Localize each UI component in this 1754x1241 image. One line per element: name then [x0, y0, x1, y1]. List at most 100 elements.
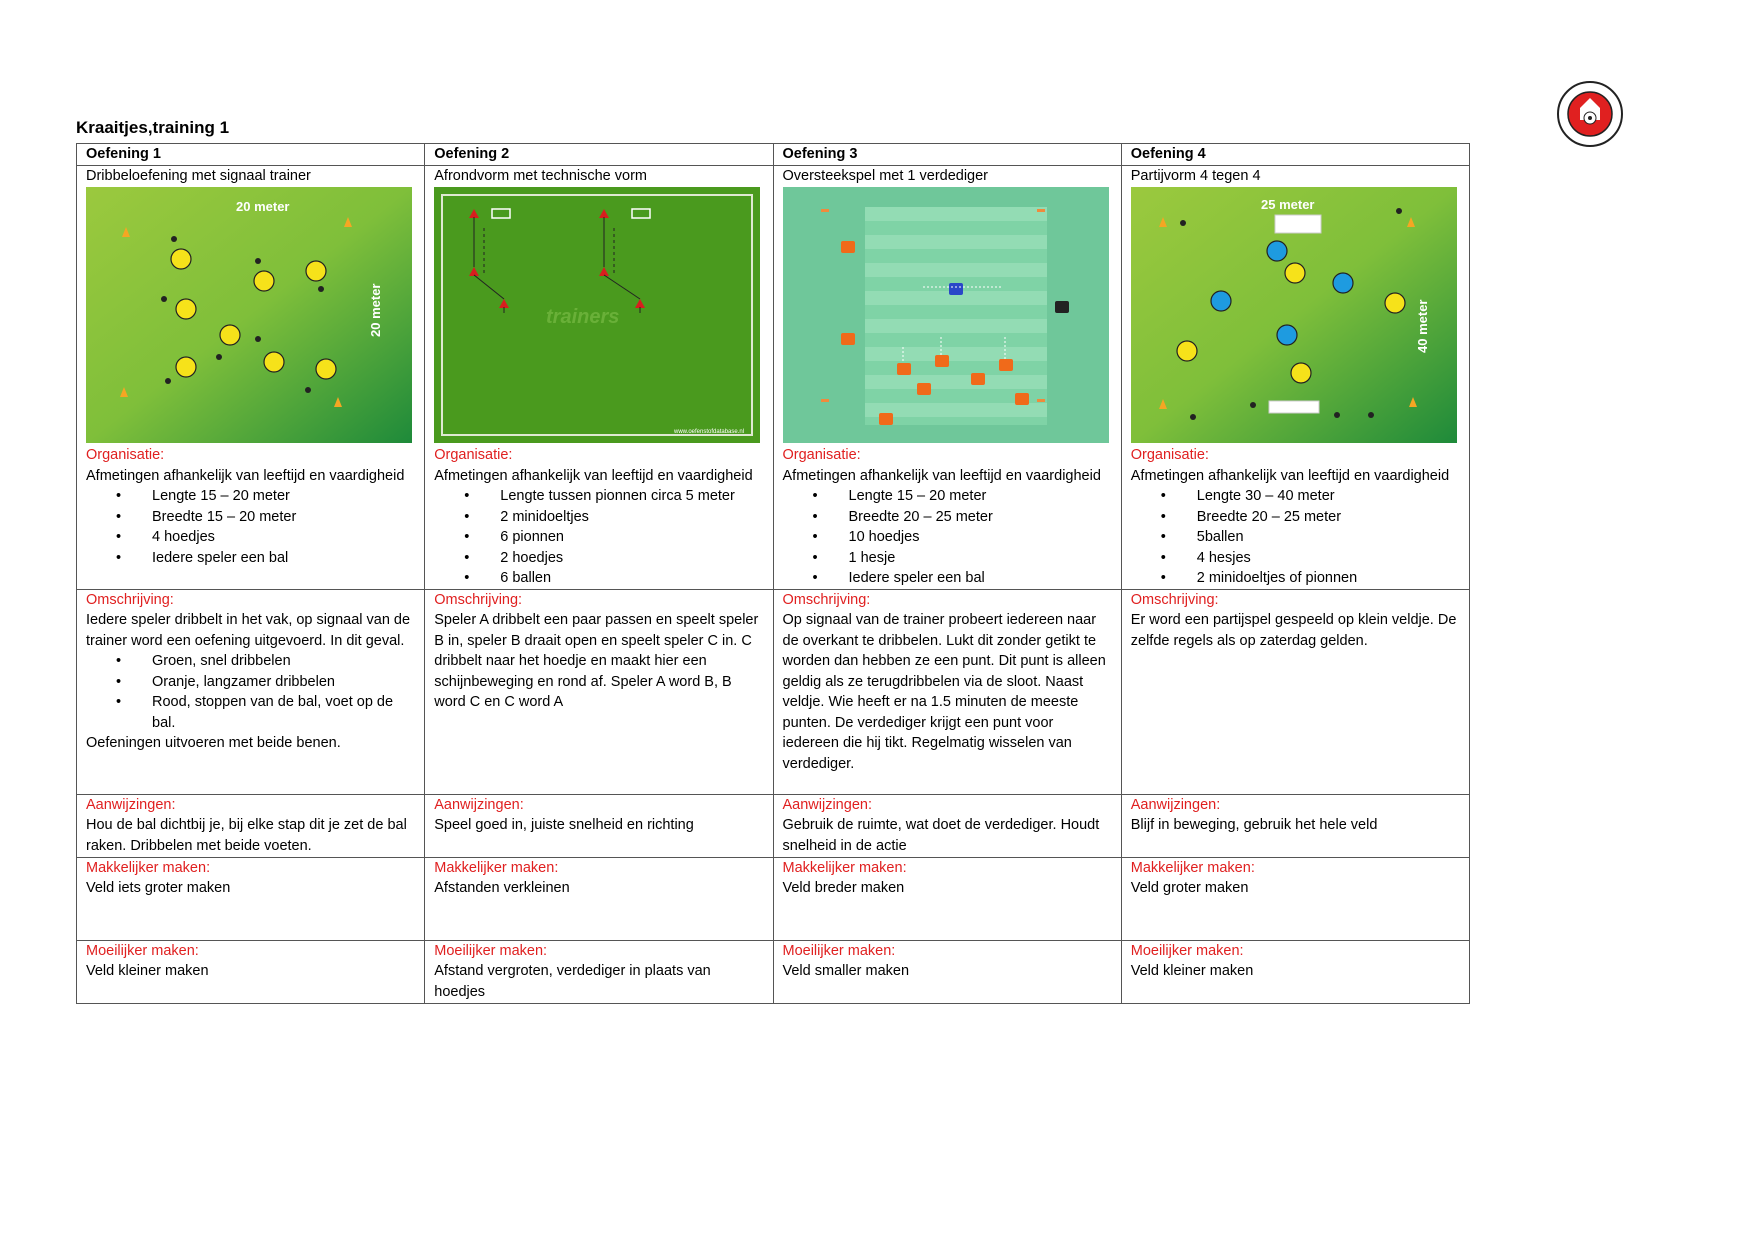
header-oefening-4: Oefening 4 [1120, 143, 1471, 166]
exercise-subtitle: Partijvorm 4 tegen 4 [1130, 167, 1261, 184]
label-organisatie: Organisatie: [434, 447, 513, 463]
moeilijker-text: Veld kleiner maken [86, 963, 209, 979]
list-item: 10 hoedjes [812, 527, 1112, 548]
label-organisatie: Organisatie: [1130, 447, 1209, 463]
list-item: 6 ballen [464, 568, 763, 589]
club-logo [1557, 81, 1623, 147]
label-makkelijker: Makkelijker maken: [782, 859, 907, 876]
label-omschrijving: Omschrijving: [1130, 591, 1219, 608]
cell-moeilijker-1: Moeilijker maken: Veld kleiner maken [75, 939, 426, 1004]
header-oefening-3: Oefening 3 [772, 143, 1122, 166]
exercise-subtitle: Oversteekspel met 1 verdediger [782, 167, 989, 184]
cell-omschrijving-4: Omschrijving: Er word een partijspel ges… [1120, 588, 1471, 795]
cell-omschrijving-2: Omschrijving: Speler A dribbelt een paar… [424, 588, 774, 795]
cell-makkelijker-4: Makkelijker maken: Veld groter maken [1120, 856, 1471, 941]
omschrijving-text: Speler A dribbelt een paar passen en spe… [434, 612, 759, 710]
cell-aanwijzingen-1: Aanwijzingen: Hou de bal dichtbij je, bi… [75, 793, 426, 858]
cell-aanwijzingen-2: Aanwijzingen: Speel goed in, juiste snel… [424, 793, 774, 858]
list-item: 6 pionnen [464, 527, 763, 548]
list-item: 1 hesje [812, 548, 1112, 569]
label-moeilijker: Moeilijker maken: [434, 942, 548, 959]
list-item: 5ballen [1161, 527, 1460, 548]
diagram-oefening-3 [782, 187, 1109, 443]
balls [1179, 208, 1402, 420]
moeilijker-text: Afstand vergroten, verdediger in plaats … [434, 963, 711, 1000]
omschrijving-text: Iedere speler dribbelt in het vak, op si… [86, 612, 411, 649]
list-item: Iedere speler een bal [812, 568, 1112, 589]
list-item: Breedte 20 – 25 meter [1161, 507, 1460, 528]
diagram-watermark: trainers [546, 306, 619, 328]
cell-makkelijker-1: Makkelijker maken: Veld iets groter make… [75, 856, 426, 941]
org-intro: Afmetingen afhankelijk van leeftijd en v… [434, 467, 753, 484]
list-item: 2 minidoeltjes of pionnen [1161, 568, 1460, 589]
label-organisatie: Organisatie: [782, 447, 861, 463]
pylons [469, 209, 646, 308]
cell-moeilijker-3: Moeilijker maken: Veld smaller maken [772, 939, 1122, 1004]
label-makkelijker: Makkelijker maken: [1130, 859, 1255, 876]
label-makkelijker: Makkelijker maken: [434, 859, 559, 876]
header-oefening-1: Oefening 1 [75, 143, 426, 166]
org-list: Lengte 15 – 20 meter Breedte 20 – 25 met… [783, 486, 1112, 589]
exercise-subtitle: Afrondvorm met technische vorm [434, 167, 647, 184]
label-omschrijving: Omschrijving: [86, 591, 174, 608]
label-organisatie: Organisatie: [86, 447, 165, 463]
cell-organisatie-4: Partijvorm 4 tegen 4 25 meter 40 meter [1120, 164, 1471, 590]
hats [820, 209, 1045, 402]
cell-omschrijving-3: Omschrijving: Op signaal van de trainer … [772, 588, 1122, 795]
org-list: Lengte 30 – 40 meter Breedte 20 – 25 met… [1131, 486, 1460, 589]
diagram-top-label: 25 meter [1261, 197, 1314, 212]
list-item: Lengte tussen pionnen circa 5 meter [464, 486, 763, 507]
run-lines [902, 286, 1005, 363]
list-item: 4 hesjes [1161, 548, 1460, 569]
label-aanwijzingen: Aanwijzingen: [86, 796, 176, 813]
cell-organisatie-1: Dribbeloefening met signaal trainer 20 m… [75, 164, 426, 590]
list-item: Groen, snel dribbelen [116, 651, 415, 672]
players [170, 248, 337, 380]
list-item: Lengte 15 – 20 meter [116, 486, 415, 507]
aanwijzingen-text: Gebruik de ruimte, wat doet de verdedige… [782, 817, 1100, 854]
org-intro: Afmetingen afhankelijk van leeftijd en v… [86, 467, 405, 484]
pass-lines [473, 217, 641, 313]
omschrijving-text: Op signaal van de trainer probeert ieder… [782, 612, 1106, 772]
cell-makkelijker-3: Makkelijker maken: Veld breder maken [772, 856, 1122, 941]
balls [161, 236, 324, 393]
cell-moeilijker-4: Moeilijker maken: Veld kleiner maken [1120, 939, 1471, 1004]
diagram-oefening-4: 25 meter 40 meter [1130, 187, 1457, 443]
org-intro: Afmetingen afhankelijk van leeftijd en v… [782, 467, 1101, 484]
training-table: Oefening 1 Oefening 2 Oefening 3 Oefenin… [75, 143, 1471, 1004]
list-item: Lengte 30 – 40 meter [1161, 486, 1460, 507]
diagram-footer: www.oefenstofdatabase.nl [673, 429, 744, 435]
cell-organisatie-2: Afrondvorm met technische vorm [424, 164, 774, 590]
diagram-oefening-1: 20 meter 20 meter [86, 187, 412, 443]
header-oefening-2: Oefening 2 [424, 143, 774, 166]
makkelijker-text: Veld breder maken [782, 880, 905, 896]
cell-organisatie-3: Oversteekspel met 1 verdediger [772, 164, 1122, 590]
cell-aanwijzingen-3: Aanwijzingen: Gebruik de ruimte, wat doe… [772, 793, 1122, 858]
makkelijker-text: Afstanden verkleinen [434, 880, 570, 896]
diagram-oefening-2: trainers www.oefenstofdatabase.nl [434, 187, 761, 443]
list-item: Breedte 15 – 20 meter [116, 507, 415, 528]
trainer [1054, 301, 1069, 313]
org-intro: Afmetingen afhankelijk van leeftijd en v… [1130, 467, 1450, 484]
blue-team [1210, 240, 1354, 346]
makkelijker-text: Veld iets groter maken [86, 880, 231, 896]
label-aanwijzingen: Aanwijzingen: [782, 796, 872, 813]
label-omschrijving: Omschrijving: [782, 591, 871, 608]
omschrijving-text: Er word een partijspel gespeeld op klein… [1130, 612, 1457, 649]
list-item: Oranje, langzamer dribbelen [116, 672, 415, 693]
list-item: Iedere speler een bal [116, 548, 415, 569]
attackers [840, 241, 1029, 425]
label-omschrijving: Omschrijving: [434, 591, 523, 608]
moeilijker-text: Veld kleiner maken [1130, 963, 1254, 979]
label-moeilijker: Moeilijker maken: [782, 942, 896, 959]
moeilijker-text: Veld smaller maken [782, 963, 910, 979]
org-list: Lengte tussen pionnen circa 5 meter 2 mi… [434, 486, 763, 589]
list-item: 2 hoedjes [464, 548, 763, 569]
org-list: Lengte 15 – 20 meter Breedte 15 – 20 met… [86, 486, 415, 568]
cell-omschrijving-1: Omschrijving: Iedere speler dribbelt in … [75, 588, 426, 795]
diagram-side-label: 40 meter [1415, 300, 1430, 353]
diagram-top-label: 20 meter [236, 199, 289, 214]
list-item: Lengte 15 – 20 meter [812, 486, 1112, 507]
list-item: Breedte 20 – 25 meter [812, 507, 1112, 528]
list-item: 2 minidoeltjes [464, 507, 763, 528]
